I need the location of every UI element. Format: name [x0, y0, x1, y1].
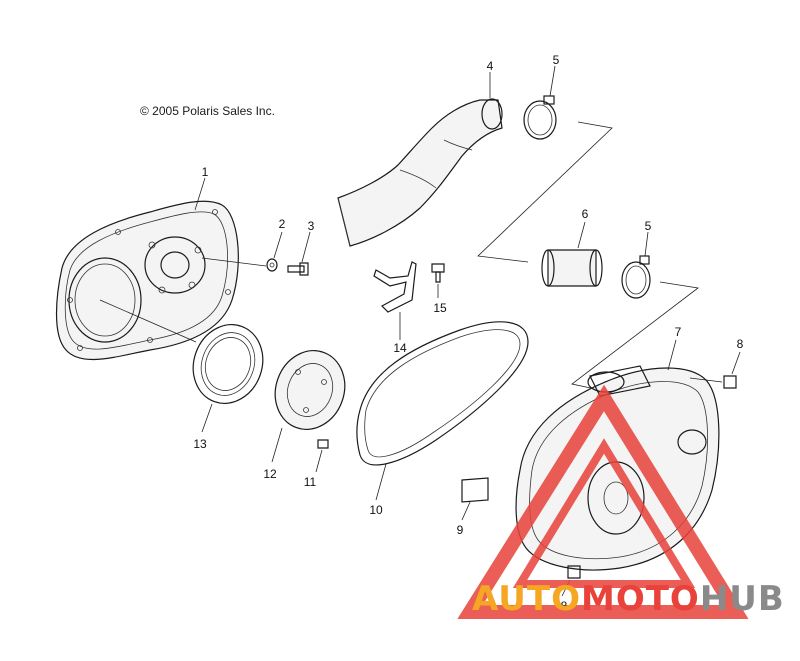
part-drive-belt	[356, 321, 529, 501]
callout-12: 12	[263, 467, 277, 481]
part-bracket	[373, 261, 417, 340]
watermark-text-auto: AUTO	[472, 579, 581, 619]
part-washer	[201, 231, 283, 272]
watermark-text-hub: HUB	[700, 579, 785, 619]
part-hose-clamp-lower	[621, 231, 651, 299]
part-outer-clutch-cover	[55, 177, 239, 361]
callout-7: 7	[675, 325, 682, 339]
part-small-bolt	[431, 263, 445, 298]
callout-14: 14	[393, 341, 407, 355]
callout-9: 9	[457, 523, 464, 537]
watermark-logo	[457, 384, 749, 619]
callout-15: 15	[433, 301, 447, 315]
part-inner-plate	[271, 350, 346, 463]
part-seal-ring	[192, 324, 264, 433]
part-hose-clamp-upper	[523, 65, 557, 140]
callout-11: 11	[304, 475, 317, 489]
part-plate-bolt	[315, 439, 329, 473]
assembly-guide-lines	[477, 121, 699, 391]
callout-13: 13	[193, 437, 207, 451]
callout-3: 3	[308, 219, 315, 233]
watermark-brand-text: AUTOMOTOHUB	[472, 579, 785, 619]
callout-8-upper: 8	[737, 337, 744, 351]
part-intake-duct	[337, 72, 503, 247]
callout-4: 4	[487, 59, 494, 73]
callout-6: 6	[582, 207, 589, 221]
callout-2: 2	[279, 217, 286, 231]
copyright-notice: © 2005 Polaris Sales Inc.	[140, 104, 275, 118]
part-decal	[461, 477, 489, 521]
watermark-text-moto: MOTO	[581, 579, 700, 619]
callout-labels: 1 2 3 4 5 5 6 7 8 8 9 10 11 12 13 14 15	[193, 53, 743, 613]
callout-8-lower: 8	[561, 599, 568, 613]
part-housing-bolt-upper	[689, 351, 741, 389]
part-bolt	[287, 231, 311, 276]
part-duct-sleeve	[541, 221, 603, 287]
callout-5-lower: 5	[645, 219, 652, 233]
callout-5-upper: 5	[553, 53, 560, 67]
callout-10: 10	[369, 503, 383, 517]
callout-1: 1	[202, 165, 209, 179]
svg-text:AUTOMOTOHUB: AUTOMOTOHUB	[472, 579, 785, 619]
